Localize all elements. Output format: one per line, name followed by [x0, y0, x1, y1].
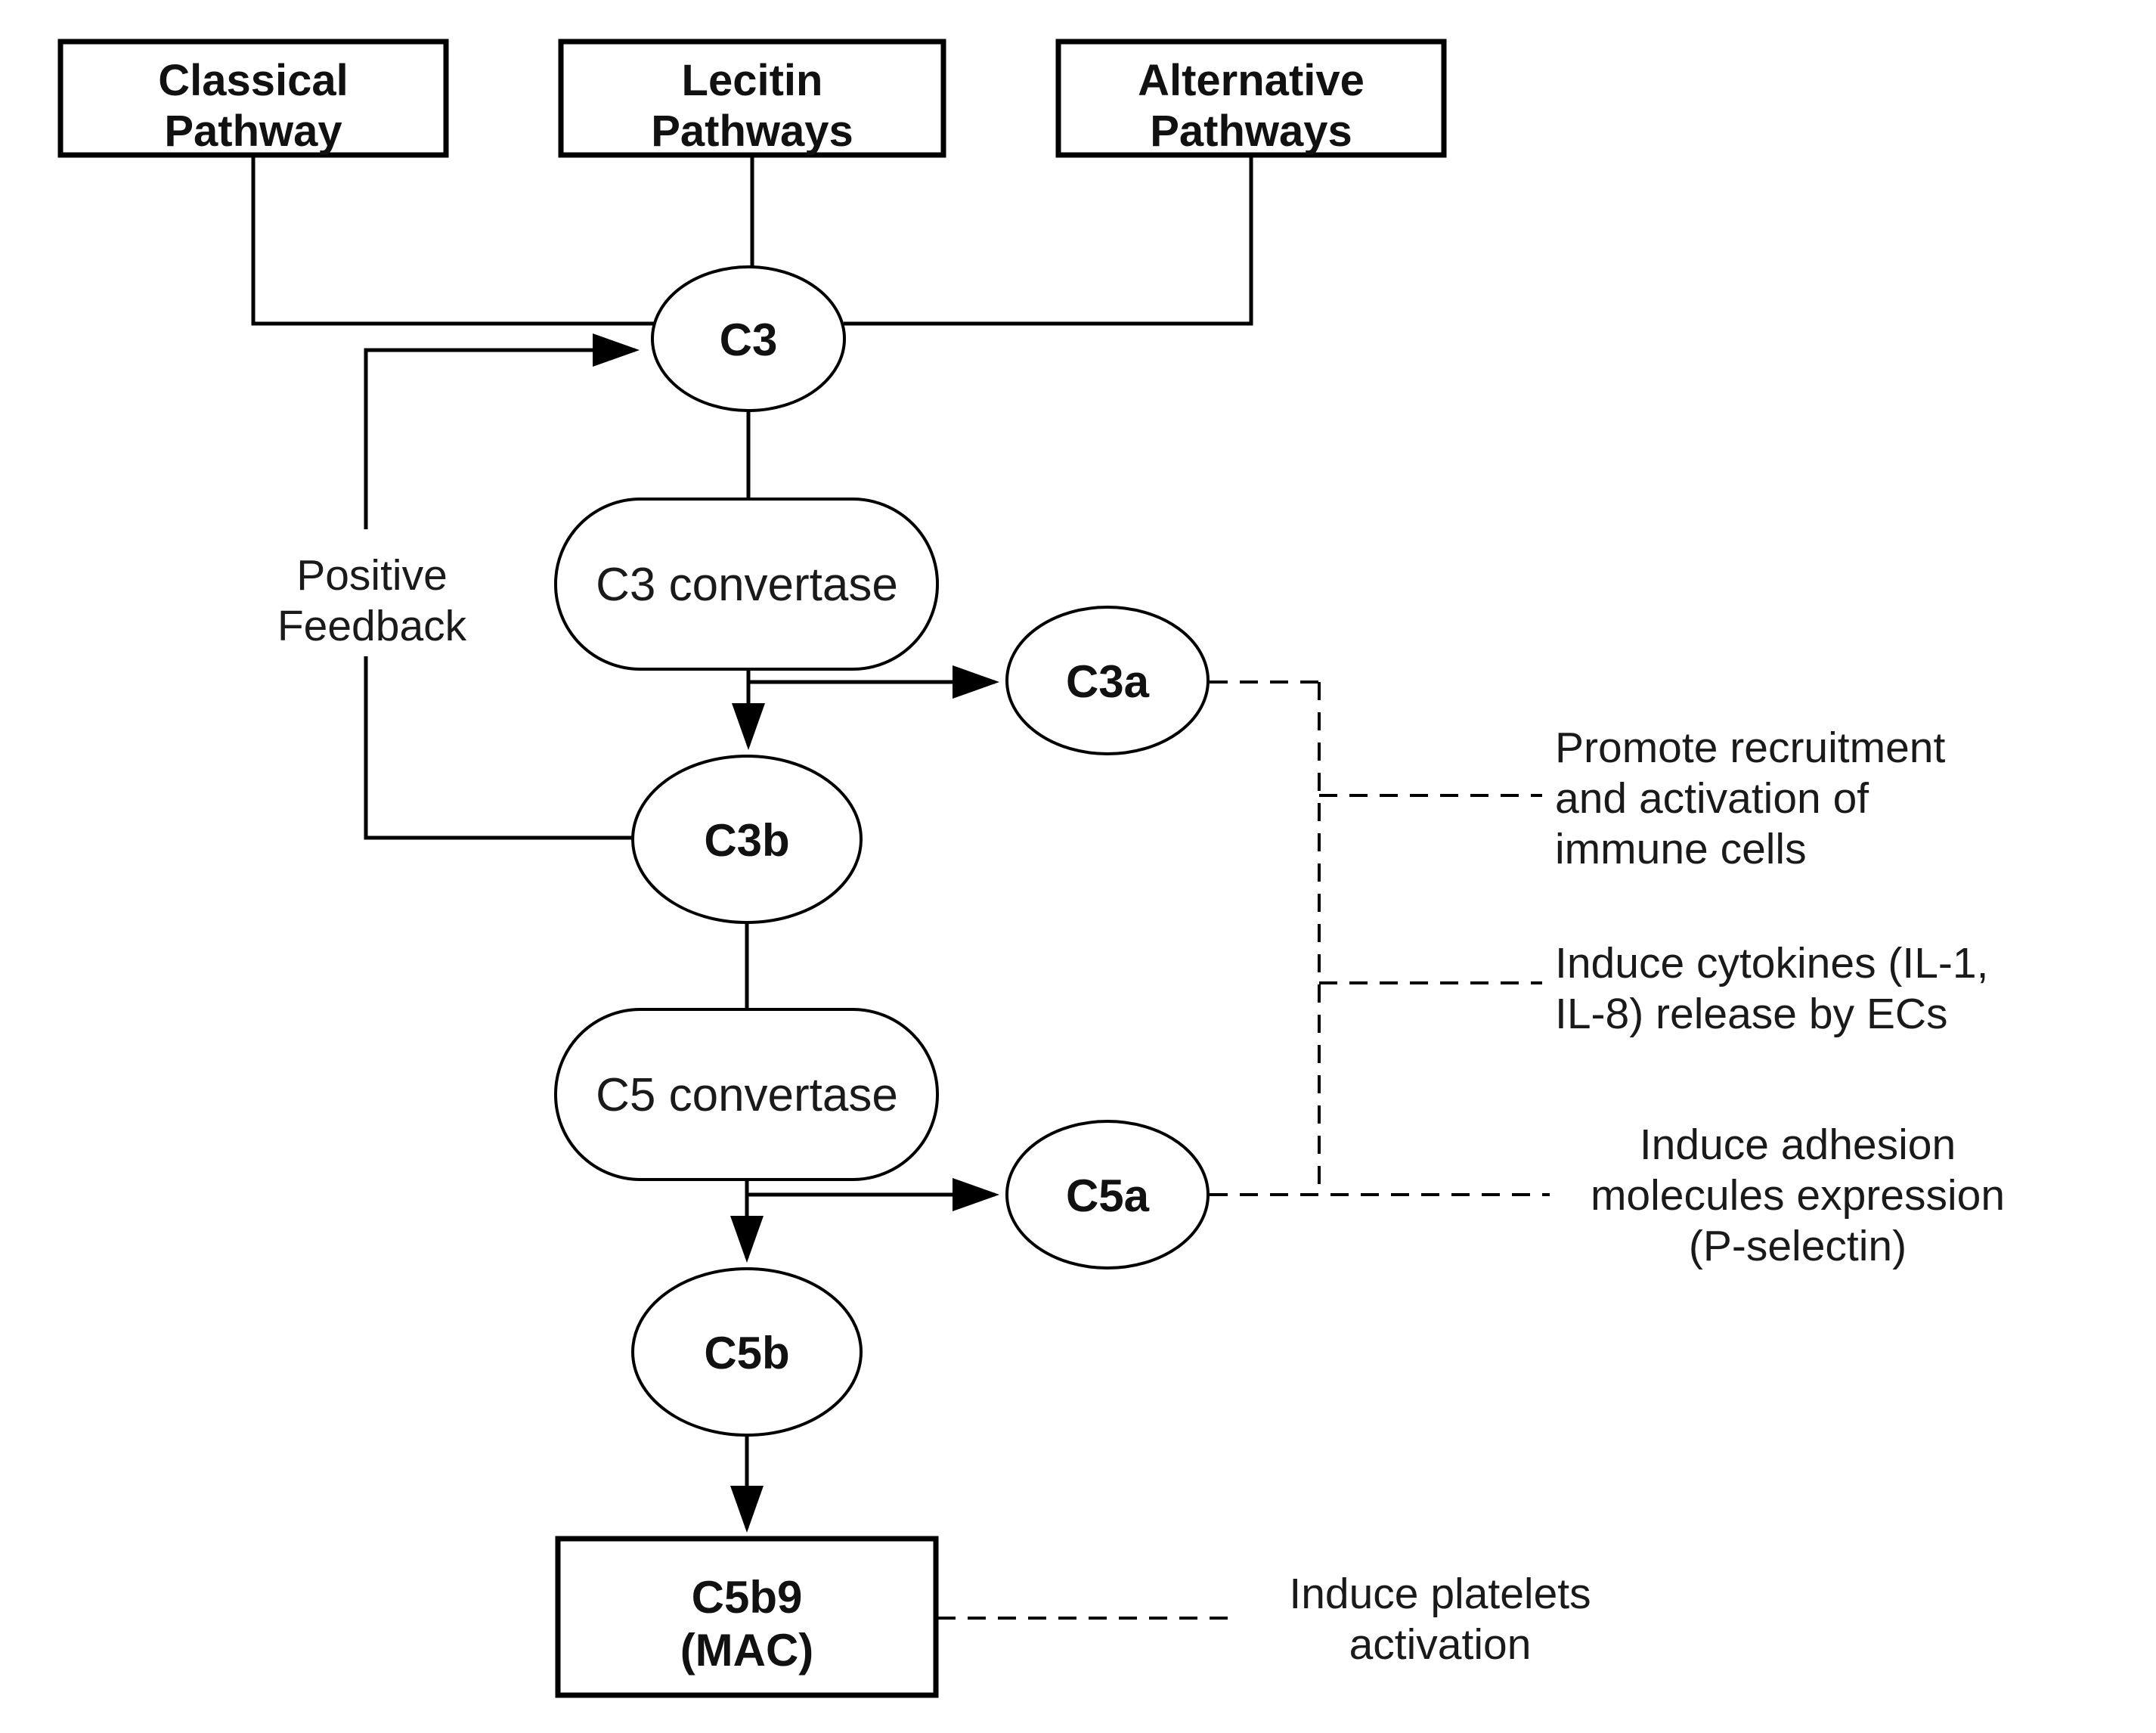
c5a-label: C5a [1066, 1170, 1150, 1221]
annotation-adhesion: Induce adhesion molecules expression (P-… [1591, 1121, 2005, 1270]
classical-pathway-box [57, 39, 449, 158]
node-alternative-pathways: Alternative Pathways [1055, 39, 1447, 158]
node-c3: C3 [651, 265, 846, 412]
platelets-line1: Induce platelets [1289, 1570, 1591, 1618]
node-c5a: C5a [1005, 1120, 1210, 1270]
recruitment-line1: Promote recruitment [1555, 724, 1946, 772]
c3b-label: C3b [704, 815, 789, 866]
recruitment-line3: immune cells [1555, 825, 1807, 873]
feedback-label-mask [243, 529, 500, 656]
node-c3a: C3a [1005, 606, 1210, 755]
feedback-label-line1: Positive [296, 551, 448, 600]
c5a-circle [1005, 1120, 1210, 1270]
c3-circle [651, 265, 846, 412]
node-c3b: C3b [631, 755, 863, 924]
c3a-label: C3a [1066, 656, 1150, 707]
c5b-label: C5b [704, 1328, 789, 1378]
lecitin-pathways-label-line2: Pathways [651, 107, 853, 156]
c5b9-label-line2: (MAC) [680, 1625, 814, 1676]
platelets-line2: activation [1349, 1620, 1532, 1669]
cytokines-line1: Induce cytokines (IL-1, [1555, 939, 1988, 987]
c3b-circle [631, 755, 863, 924]
alternative-pathways-label-line1: Alternative [1138, 56, 1365, 105]
recruitment-line2: and activation of [1555, 774, 1869, 823]
alternative-pathways-label-line2: Pathways [1150, 107, 1352, 156]
lecitin-pathways-label-line1: Lecitin [682, 56, 823, 105]
c5-convertase-stadium [554, 1008, 939, 1181]
lecitin-pathways-box [558, 39, 946, 158]
node-c5b: C5b [631, 1267, 863, 1437]
dashed-connectors [937, 680, 1550, 1620]
edge-classical-to-c3 [251, 155, 655, 326]
adhesion-line3: (P-selectin) [1689, 1222, 1907, 1270]
classical-pathway-label-line2: Pathway [164, 107, 342, 156]
node-lecitin-pathways: Lecitin Pathways [558, 39, 946, 158]
adhesion-line2: molecules expression [1591, 1171, 2005, 1220]
edge-alternative-to-c3 [844, 155, 1253, 326]
cytokines-line2: IL-8) release by ECs [1555, 990, 1948, 1038]
annotation-cytokines: Induce cytokines (IL-1, IL-8) release by… [1555, 939, 1988, 1038]
c3-convertase-label: C3 convertase [596, 559, 898, 611]
solid-connectors [251, 155, 1253, 1533]
node-c3-convertase: C3 convertase [554, 498, 939, 671]
c5b9-mac-box [555, 1536, 939, 1698]
annotation-platelets: Induce platelets activation [1289, 1570, 1591, 1669]
node-c5-convertase: C5 convertase [554, 1008, 939, 1181]
c5b-circle [631, 1267, 863, 1437]
c5-convertase-label: C5 convertase [596, 1069, 898, 1121]
adhesion-line1: Induce adhesion [1640, 1121, 1956, 1169]
node-classical-pathway: Classical Pathway [57, 39, 449, 158]
alternative-pathways-box [1055, 39, 1447, 158]
c3-convertase-stadium [554, 498, 939, 671]
positive-feedback-annotation: Positive Feedback [243, 529, 500, 656]
annotation-recruitment: Promote recruitment and activation of im… [1555, 724, 1946, 873]
c3a-circle [1005, 606, 1210, 755]
classical-pathway-label-line1: Classical [158, 56, 348, 105]
c5b9-label-line1: C5b9 [692, 1572, 803, 1623]
c3-label: C3 [720, 315, 778, 365]
feedback-label-line2: Feedback [277, 602, 467, 650]
node-c5b9-mac: C5b9 (MAC) [555, 1536, 939, 1698]
